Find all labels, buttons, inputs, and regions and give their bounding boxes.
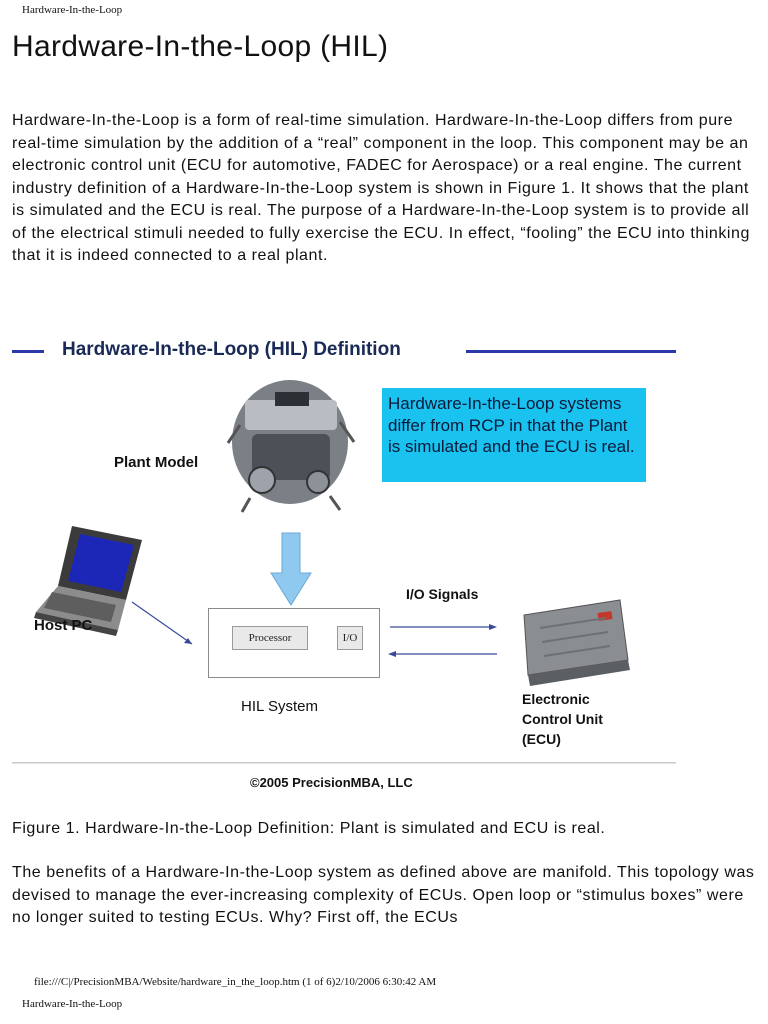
- figure-bottom-rule: [12, 762, 676, 764]
- source-footer: file:///C|/PrecisionMBA/Website/hardware…: [34, 976, 436, 988]
- hil-system-label: HIL System: [241, 698, 318, 715]
- ecu-label-line2: Control Unit: [522, 711, 603, 727]
- hil-definition-figure: Hardware-In-the-Loop (HIL) Definition Ha…: [0, 330, 690, 800]
- io-box: I/O: [337, 626, 363, 650]
- running-footer: Hardware-In-the-Loop: [22, 998, 122, 1010]
- callout-box: Hardware-In-the-Loop systems differ from…: [382, 388, 646, 482]
- page-title: Hardware-In-the-Loop (HIL): [12, 30, 388, 64]
- running-header: Hardware-In-the-Loop: [22, 4, 122, 16]
- host-connection-line: [132, 602, 192, 644]
- intro-paragraph: Hardware-In-the-Loop is a form of real-t…: [12, 110, 762, 268]
- down-arrow-icon: [271, 533, 311, 605]
- benefits-paragraph: The benefits of a Hardware-In-the-Loop s…: [12, 862, 762, 930]
- engine-image: [228, 380, 354, 512]
- ecu-image: [524, 600, 630, 686]
- figure-title: Hardware-In-the-Loop (HIL) Definition: [62, 339, 401, 361]
- figure-copyright: ©2005 PrecisionMBA, LLC: [250, 775, 413, 790]
- title-rule-right: [466, 350, 676, 353]
- ecu-label-line1: Electronic: [522, 691, 590, 707]
- io-signals-label: I/O Signals: [406, 586, 478, 602]
- title-rule-left: [12, 350, 44, 353]
- plant-model-label: Plant Model: [114, 454, 198, 471]
- figure-caption: Figure 1. Hardware-In-the-Loop Definitio…: [12, 818, 605, 841]
- host-pc-label: Host PC: [34, 617, 92, 634]
- ecu-label-line3: (ECU): [522, 731, 561, 747]
- processor-box: Processor: [232, 626, 308, 650]
